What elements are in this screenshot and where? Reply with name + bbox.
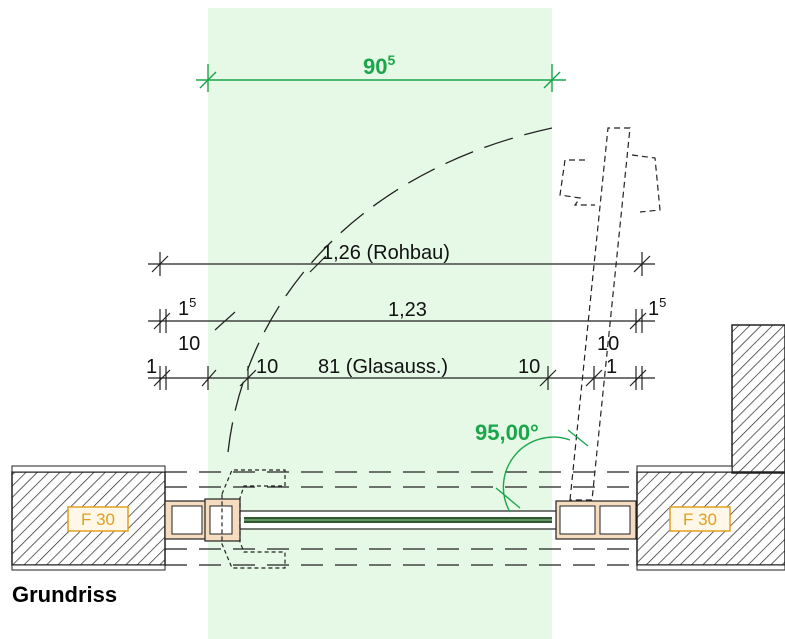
fire-rating-right: F 30 [683,510,717,529]
door-frame-left [164,498,241,542]
opening-angle-label: 95,00° [475,420,539,445]
rohbau-dimension-label: 1,26 (Rohbau) [322,242,450,264]
glass-left-edge-label: 1 [146,356,157,378]
door-leaf-glass [239,510,557,530]
clear-width-dimension [196,64,566,92]
clear-passage-zone [208,8,552,639]
fire-rating-left: F 30 [81,510,115,529]
frame-right-edge-label: 15 [648,295,666,320]
profile-right-label: 10 [597,333,619,355]
glass-left-profile-label: 10 [256,356,278,378]
glass-dimension-line [148,366,655,390]
door-swing-arc [227,127,553,453]
frame-dimension-line [148,309,655,333]
glass-right-profile-label: 10 [518,356,540,378]
frame-left-edge-label: 15 [178,295,196,320]
opening-angle-indicator [495,429,589,513]
glass-right-edge-label: 1 [606,356,617,378]
wall-projection-lines [165,471,637,566]
glass-dimension-label: 81 (Glasauss.) [318,356,448,378]
right-wall: F 30 [636,324,785,571]
door-handle-outline [221,469,286,569]
frame-dimension-label: 1,23 [388,299,427,321]
rohbau-dimension-line [148,252,655,276]
door-leaf-open [559,127,661,501]
clear-width-label: 905 [363,52,395,79]
door-frame-right [555,500,637,540]
page-title: Grundriss [12,582,117,607]
profile-left-label: 10 [178,333,200,355]
left-wall: F 30 [11,465,166,571]
